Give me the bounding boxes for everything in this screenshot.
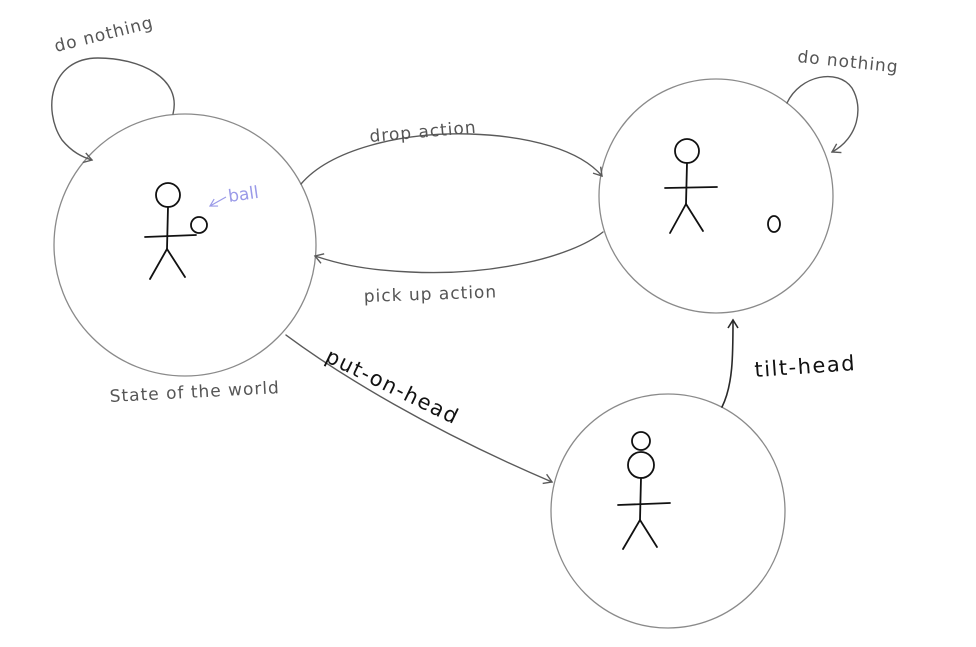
self-loop-left-edge	[51, 57, 175, 164]
drop-action-edge	[300, 133, 603, 185]
self-loop-right-edge	[786, 75, 859, 154]
stick-figure-ball-on-head	[617, 431, 671, 550]
state-ball-dropped	[598, 78, 834, 314]
do-nothing-right-label: do nothing	[796, 47, 899, 78]
pick-up-action-label: pick up action	[363, 282, 497, 307]
ball-annotation-label: ball	[227, 183, 260, 207]
state-ball-on-head	[550, 393, 786, 629]
stick-figure-ball-dropped	[664, 138, 718, 234]
stick-figure-holding-ball	[144, 182, 197, 280]
put-on-head-edge	[285, 334, 554, 485]
tilt-head-edge	[721, 318, 739, 408]
ball-pointer-arrow	[208, 196, 227, 207]
state-of-the-world-caption: State of the world	[109, 378, 280, 407]
ball-on-ground	[767, 215, 781, 233]
drop-action-label: drop action	[369, 118, 478, 147]
pick-up-action-edge	[313, 231, 604, 274]
ball-in-hand	[190, 216, 208, 234]
do-nothing-left-label: do nothing	[52, 13, 155, 57]
tilt-head-label: tilt-head	[754, 351, 857, 382]
state-holding-ball	[53, 113, 317, 377]
put-on-head-label: put-on-head	[322, 344, 463, 429]
